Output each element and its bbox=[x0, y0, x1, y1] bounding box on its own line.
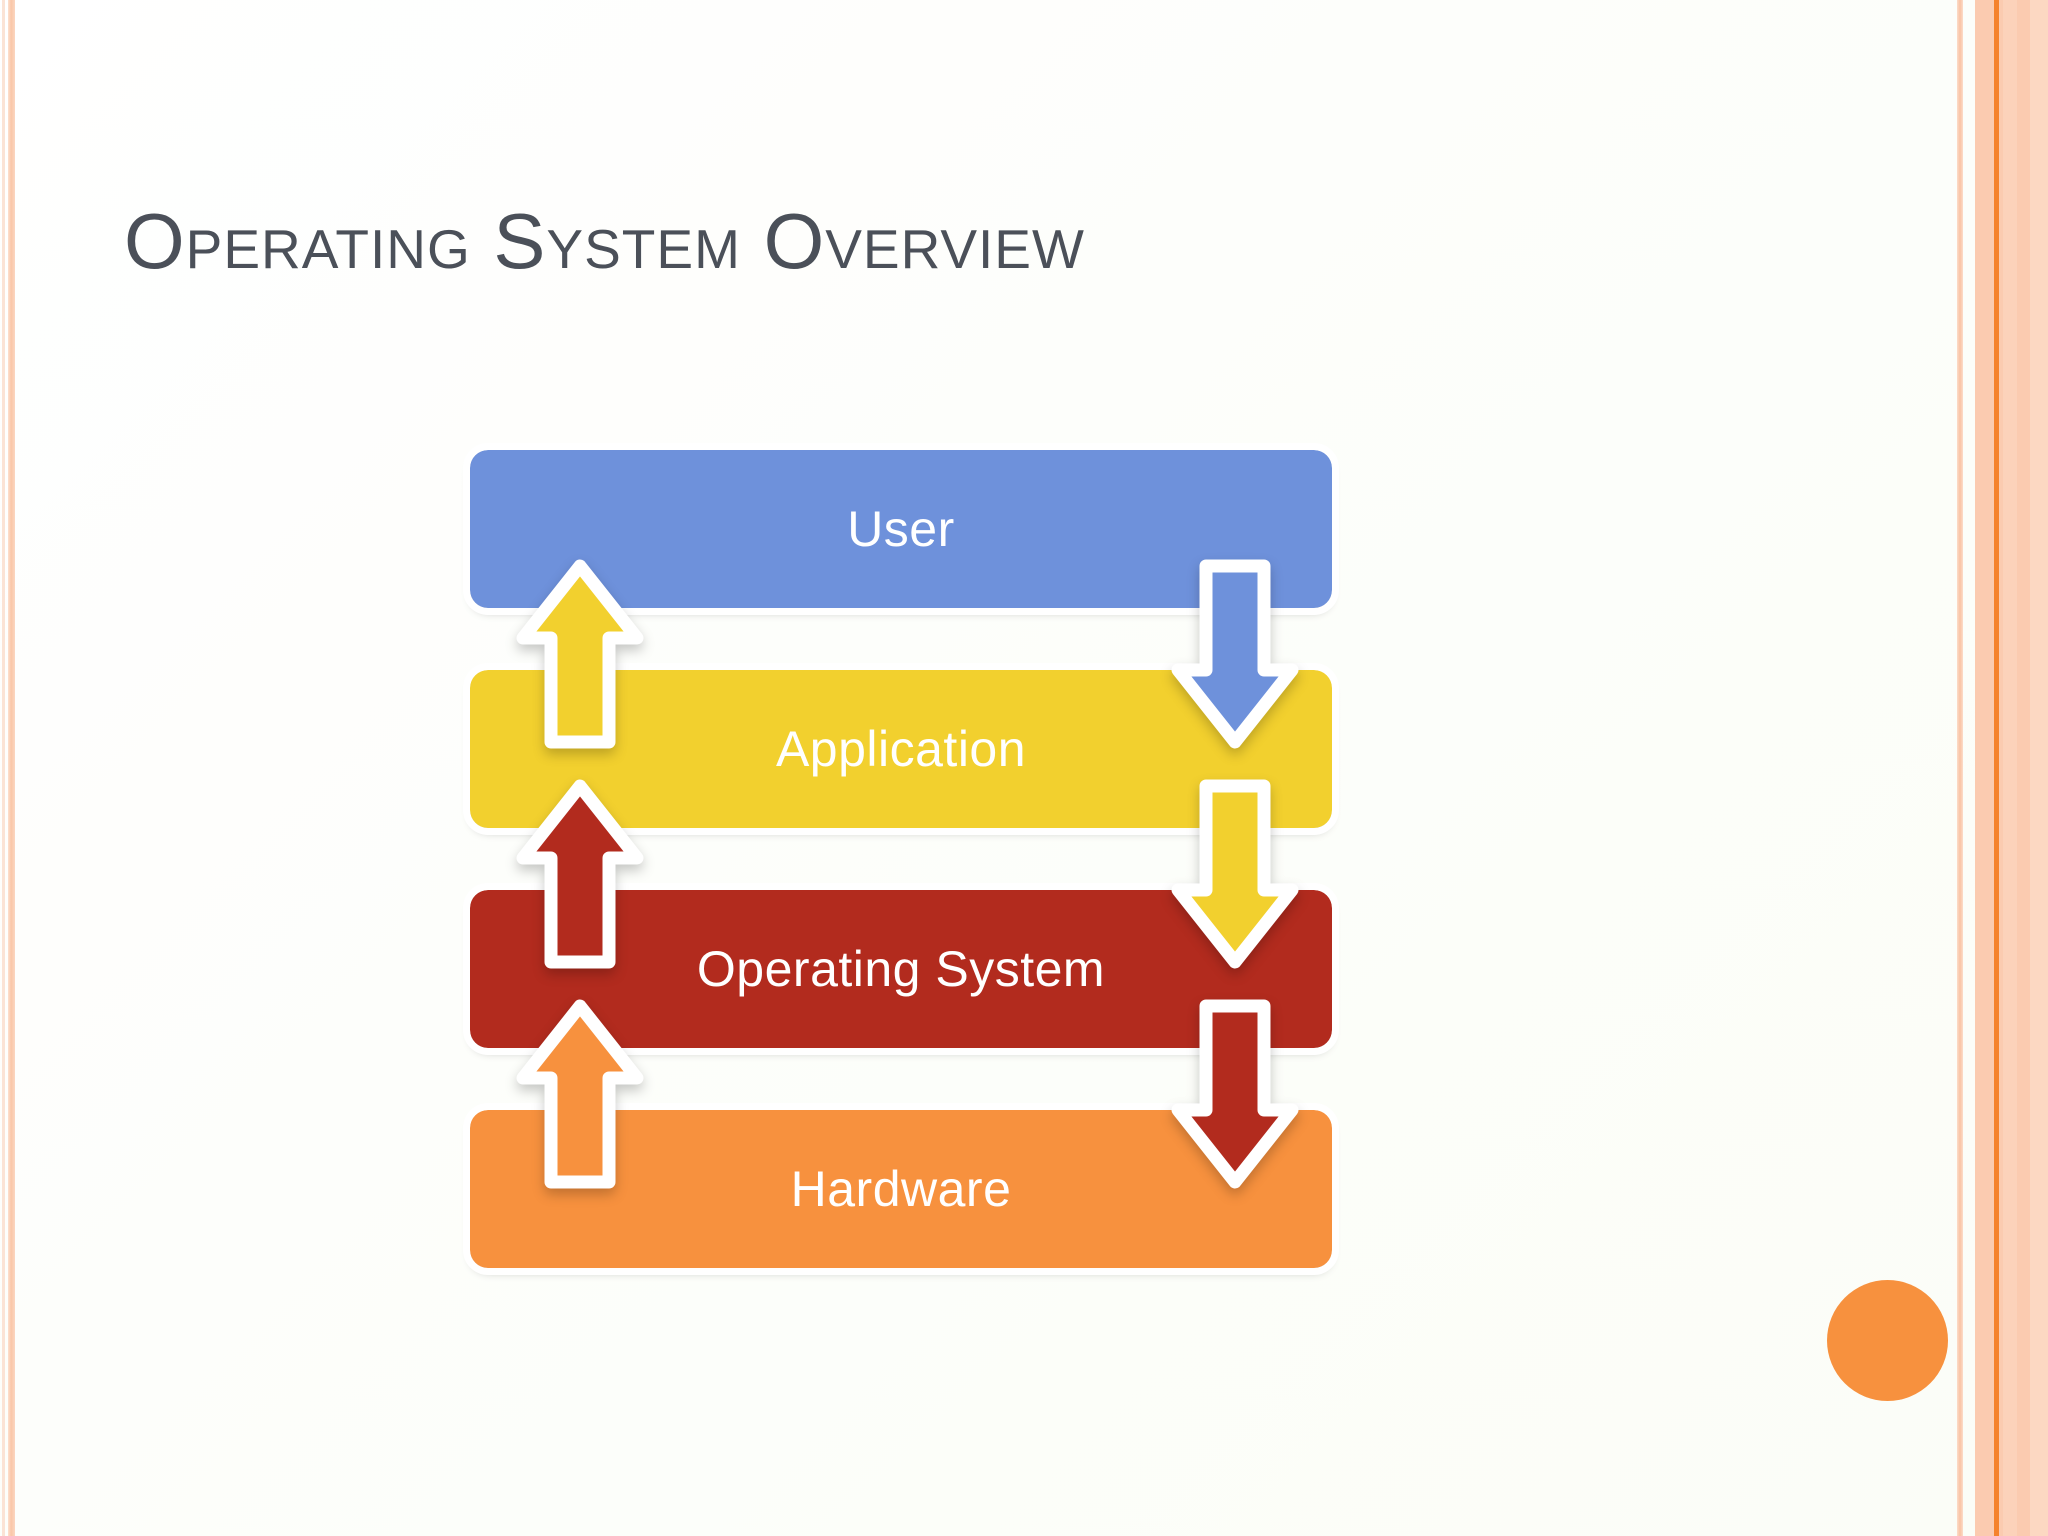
left-border-hairline bbox=[2, 0, 5, 1536]
right-border-hairline bbox=[1957, 0, 1963, 1536]
orange-circle-icon bbox=[1827, 1280, 1948, 1401]
right-border-pale-two bbox=[2030, 0, 2048, 1536]
left-border-stripe bbox=[8, 0, 15, 1536]
os-layer-diagram: User Application Operating System Hardwa… bbox=[463, 443, 1339, 1275]
layer-label-application: Application bbox=[775, 721, 1027, 777]
layer-label-operating-system: Operating System bbox=[696, 941, 1106, 997]
right-border-accent-line bbox=[1994, 0, 1999, 1536]
layer-box-user[interactable]: User bbox=[463, 443, 1339, 615]
right-border-pale-one bbox=[2003, 0, 2017, 1536]
layer-box-operating-system[interactable]: Operating System bbox=[463, 883, 1339, 1055]
layer-label-hardware: Hardware bbox=[790, 1161, 1012, 1217]
layer-label-user: User bbox=[847, 501, 955, 557]
slide-title: Operating System Overview bbox=[124, 197, 1085, 285]
layer-box-hardware[interactable]: Hardware bbox=[463, 1103, 1339, 1275]
layer-box-application[interactable]: Application bbox=[463, 663, 1339, 835]
